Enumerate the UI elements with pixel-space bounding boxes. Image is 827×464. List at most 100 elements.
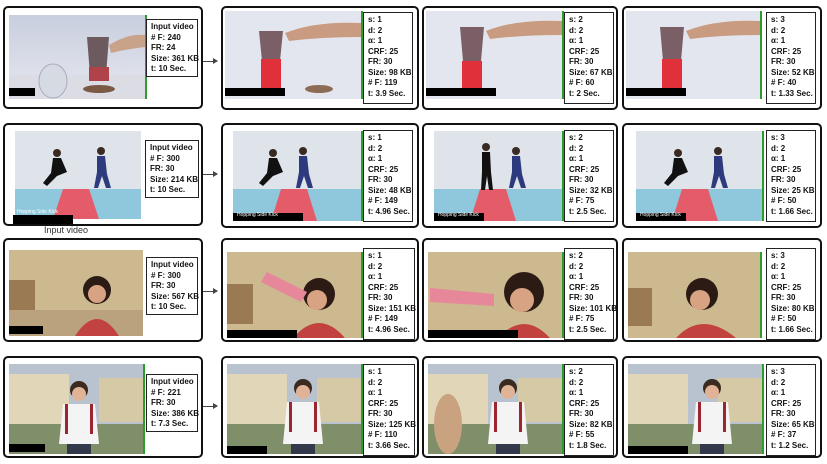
input-stats-box: Input video # F: 300 FR: 30 Size: 567 KB…	[146, 257, 200, 315]
stat-line: # F: 221	[151, 387, 181, 397]
stat-line: t: 1.33 Sec.	[771, 88, 813, 98]
output-stats-box: s: 1 d: 2 α: 1 CRF: 25 FR: 30 Size: 48 K…	[363, 130, 413, 222]
stat-line: Size: 361 KB	[151, 53, 200, 63]
stat-line: α: 1	[771, 154, 786, 163]
output-video-frame	[626, 11, 760, 99]
output-stats-box: s: 1 d: 2 α: 1 CRF: 25 FR: 30 Size: 98 K…	[363, 12, 413, 104]
stat-line: Size: 101 KB	[569, 303, 618, 313]
stat-line: α: 1	[569, 36, 584, 45]
video-caption: Hopping Side Kick	[438, 212, 479, 218]
stat-line: CRF: 25	[569, 46, 600, 56]
stat-line: d: 2	[771, 143, 786, 153]
output-panel: s: 1 d: 2 α: 1 CRF: 25 FR: 30 Size: 125 …	[221, 356, 419, 458]
stat-line: Size: 25 KB	[771, 185, 815, 195]
stat-line: CRF: 25	[771, 46, 802, 56]
input-video-frame	[9, 15, 145, 99]
stat-line: Size: 65 KB	[771, 419, 815, 429]
stat-line: Size: 151 KB	[368, 303, 417, 313]
output-panel: s: 3 d: 2 α: 1 CRF: 25 FR: 30 Size: 80 K…	[622, 238, 822, 342]
stat-line: Size: 98 KB	[368, 67, 412, 77]
input-panel: Input video # F: 221 FR: 30 Size: 386 KB…	[3, 356, 203, 458]
stat-line: α: 1	[771, 36, 786, 45]
output-stats-box: s: 3 d: 2 α: 1 CRF: 25 FR: 30 Size: 80 K…	[766, 248, 816, 340]
output-panel: s: 2 d: 2 α: 1 CRF: 25 FR: 30 Size: 101 …	[422, 238, 618, 342]
stat-line: Size: 80 KB	[771, 303, 815, 313]
stat-line: # F: 60	[569, 78, 595, 87]
output-panel: s: 1 d: 2 α: 1 CRF: 25 FR: 30 Size: 98 K…	[221, 6, 419, 110]
stat-line: FR: 30	[771, 57, 796, 66]
stat-line: α: 1	[368, 388, 383, 397]
stat-line: s: 3	[771, 251, 785, 260]
output-panel: Hopping Side Kick s: 2 d: 2 α: 1 CRF: 25…	[422, 123, 618, 228]
input-video-caption: Input video	[44, 225, 89, 235]
stat-line: FR: 30	[151, 281, 176, 290]
output-video-frame	[628, 252, 760, 338]
stat-line: t: 10 Sec.	[151, 302, 187, 311]
stat-line: s: 2	[569, 251, 583, 260]
stat-line: # F: 75	[569, 196, 595, 205]
stat-line: s: 1	[368, 251, 382, 260]
stat-line: CRF: 25	[771, 398, 802, 408]
input-panel: Hopping Side Kick Input video # F: 300 F…	[3, 123, 203, 226]
stat-line: FR: 30	[368, 175, 393, 184]
stat-line: Size: 67 KB	[569, 67, 613, 77]
stat-line: Size: 386 KB	[151, 408, 200, 418]
stat-line: FR: 30	[368, 409, 393, 418]
stat-line: s: 3	[771, 133, 785, 142]
stat-line: Size: 48 KB	[368, 185, 412, 195]
stat-line: CRF: 25	[771, 164, 802, 174]
stat-line: CRF: 25	[569, 398, 600, 408]
stat-line: d: 2	[569, 25, 584, 35]
stat-line: s: 2	[569, 15, 583, 24]
stat-line: s: 3	[771, 15, 785, 24]
stat-line: FR: 30	[569, 409, 594, 418]
input-stats-box: Input video # F: 300 FR: 30 Size: 214 KB…	[145, 140, 199, 198]
stat-line: Input video	[151, 260, 194, 269]
stat-line: t: 10 Sec.	[150, 185, 186, 194]
stat-line: Size: 52 KB	[771, 67, 815, 77]
stat-line: Input video	[151, 22, 194, 31]
input-video-frame	[15, 131, 141, 219]
stat-line: CRF: 25	[368, 282, 399, 292]
stat-line: FR: 30	[771, 293, 796, 302]
stat-line: t: 4.96 Sec.	[368, 324, 410, 334]
stat-line: FR: 30	[569, 57, 594, 66]
stat-line: t: 2.5 Sec.	[569, 206, 607, 216]
stat-line: t: 1.8 Sec.	[569, 440, 607, 450]
stat-line: s: 1	[368, 15, 382, 24]
output-panel: s: 2 d: 2 α: 1 CRF: 25 FR: 30 Size: 67 K…	[422, 6, 618, 110]
video-caption: Hopping Side Kick	[237, 212, 278, 218]
stat-line: Input video	[151, 377, 194, 386]
output-stats-box: s: 2 d: 2 α: 1 CRF: 25 FR: 30 Size: 32 K…	[564, 130, 614, 222]
stat-line: Input video	[150, 143, 193, 152]
input-panel: Input video # F: 300 FR: 30 Size: 567 KB…	[3, 238, 203, 342]
stat-line: FR: 30	[771, 409, 796, 418]
stat-line: # F: 50	[771, 196, 797, 205]
stat-line: CRF: 25	[569, 282, 600, 292]
stat-line: Size: 567 KB	[151, 291, 200, 301]
stat-line: α: 1	[771, 272, 786, 281]
output-stats-box: s: 3 d: 2 α: 1 CRF: 25 FR: 30 Size: 52 K…	[766, 12, 816, 104]
stat-line: FR: 30	[150, 164, 175, 173]
stat-line: d: 2	[771, 377, 786, 387]
stat-line: # F: 40	[771, 78, 797, 87]
output-video-frame	[227, 364, 361, 454]
stat-line: # F: 37	[771, 430, 797, 439]
stat-line: # F: 149	[368, 314, 398, 323]
flow-arrow	[203, 403, 218, 409]
stat-line: α: 1	[569, 272, 584, 281]
stat-line: Size: 82 KB	[569, 419, 613, 429]
output-video-frame	[225, 11, 361, 99]
stat-line: Size: 32 KB	[569, 185, 613, 195]
stat-line: FR: 30	[151, 398, 176, 407]
stat-line: FR: 24	[151, 43, 176, 52]
output-panel: s: 1 d: 2 α: 1 CRF: 25 FR: 30 Size: 151 …	[221, 238, 419, 342]
stat-line: Size: 214 KB	[150, 174, 199, 184]
stat-line: t: 4.96 Sec.	[368, 206, 410, 216]
output-video-frame	[426, 11, 562, 99]
stat-line: # F: 50	[771, 314, 797, 323]
stat-line: d: 2	[368, 25, 383, 35]
stat-line: CRF: 25	[368, 46, 399, 56]
stat-line: d: 2	[368, 377, 383, 387]
stat-line: d: 2	[569, 261, 584, 271]
